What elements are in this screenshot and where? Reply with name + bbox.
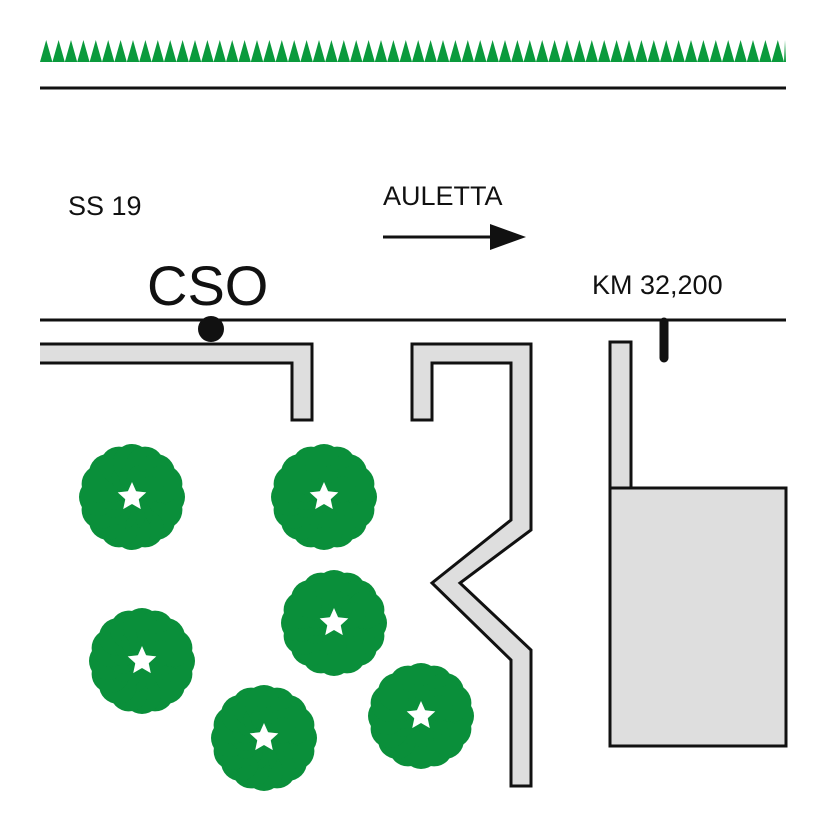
tree [368, 663, 474, 769]
zigzag-wall [410, 342, 533, 788]
building-block [608, 340, 788, 748]
tree [89, 608, 195, 714]
tree [271, 444, 377, 550]
tree-cluster [79, 444, 474, 791]
tree [211, 685, 317, 791]
km-label: KM 32,200 [592, 270, 723, 300]
sawtooth-hedge [40, 40, 786, 62]
tree [79, 444, 185, 550]
cso-label: CSO [147, 254, 268, 317]
tree [281, 570, 387, 676]
left-wall [40, 342, 314, 422]
cso-marker-point [198, 316, 224, 342]
direction-label: AULETTA [383, 181, 503, 211]
road-label: SS 19 [68, 191, 142, 221]
direction-arrow [383, 224, 526, 250]
